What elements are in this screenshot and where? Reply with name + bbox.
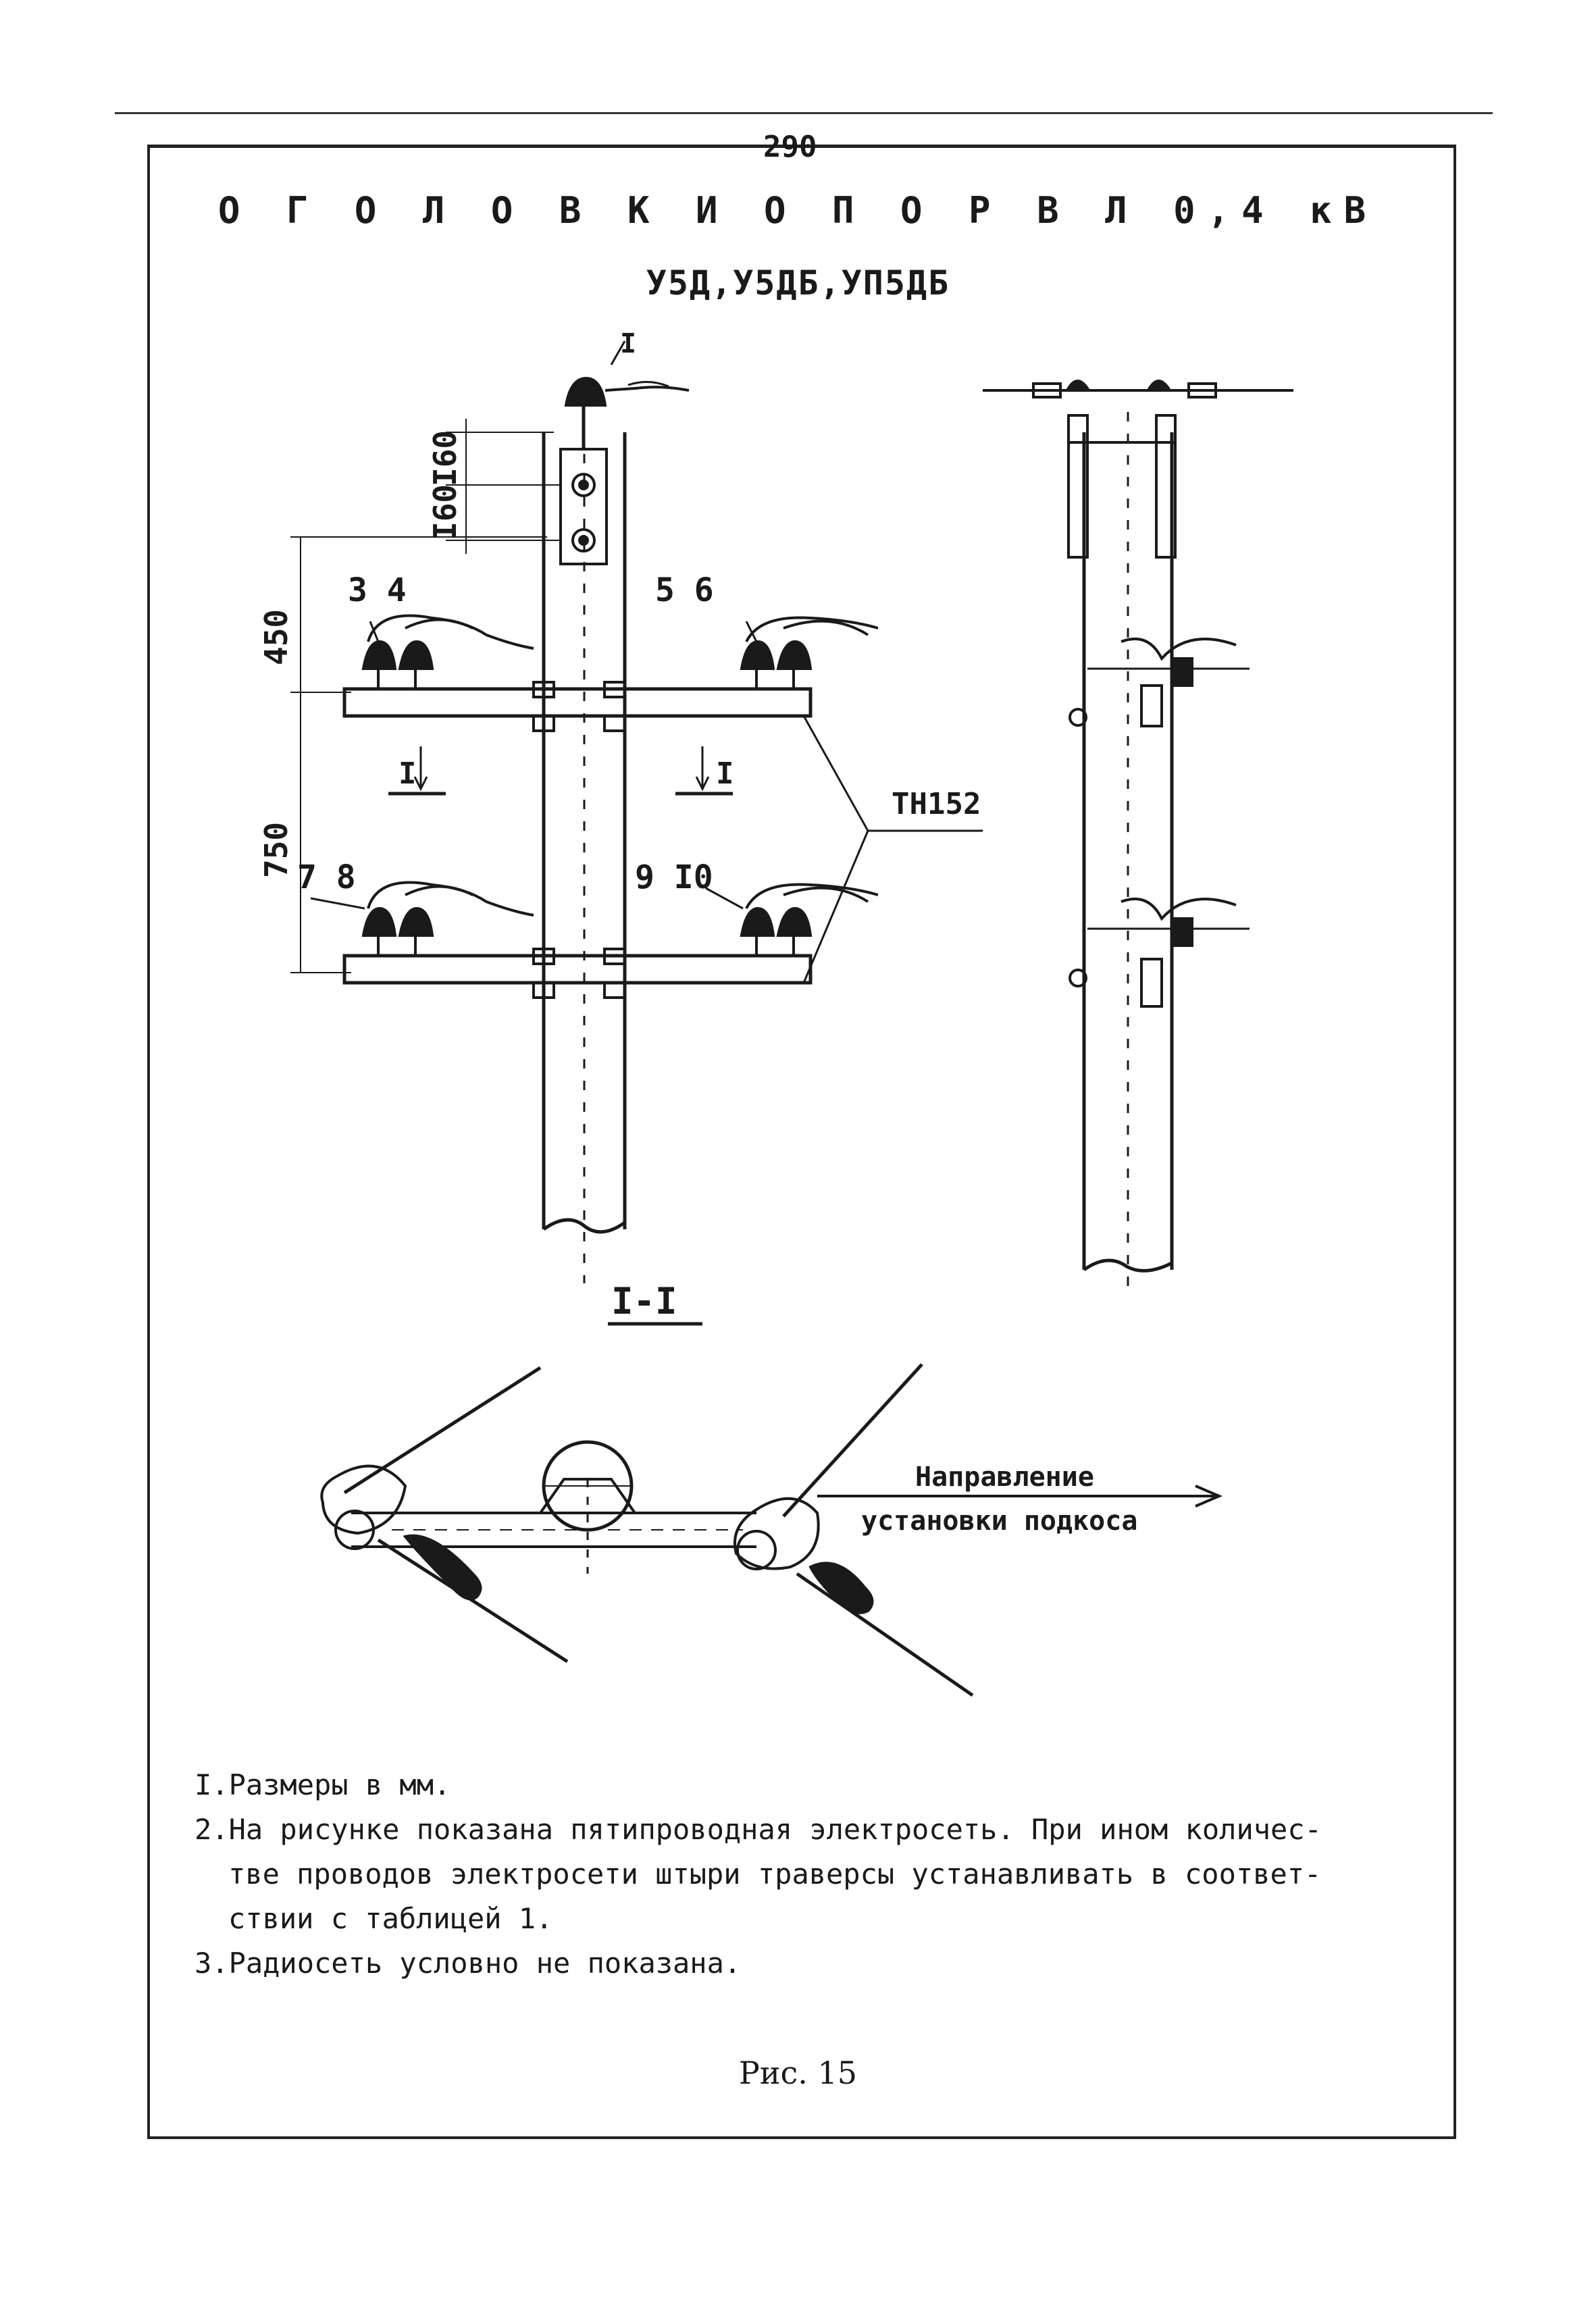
callout-top: I <box>620 328 636 359</box>
notes: I.Размеры в мм. 2.На рисунке показана пя… <box>195 1763 1431 1986</box>
section-mark-right: I <box>716 756 734 791</box>
direction-label-line1: Направление <box>915 1462 1094 1493</box>
insulator-7-8 <box>361 881 534 956</box>
side-view <box>983 380 1293 1297</box>
figure-caption: Рис. 15 <box>738 2055 858 2091</box>
callout-9-10: 9 I0 <box>635 858 713 896</box>
page-title: О Г О Л О В К И О П О Р В Л 0,4 кВ <box>217 189 1379 232</box>
callout-7-8: 7 8 <box>297 858 356 896</box>
drawing-frame <box>147 145 1456 2139</box>
page-number: 290 <box>763 130 817 164</box>
callout-crossarm: ТН152 <box>892 787 981 821</box>
dimension-160-top: I60 <box>427 430 463 486</box>
dimension-160-bottom: I60 <box>427 484 463 540</box>
callout-3-4: 3 4 <box>348 571 407 609</box>
insulator-5-6 <box>740 616 879 689</box>
section-title: I-I <box>611 1280 677 1322</box>
front-view <box>290 340 983 1283</box>
dimension-750: 750 <box>258 822 294 878</box>
note-2-cont: тве проводов электросети штыри траверсы … <box>228 1857 1322 1891</box>
insulator-9-10 <box>740 883 879 956</box>
section-mark-left: I <box>398 756 417 791</box>
top-border-line <box>115 112 1493 114</box>
direction-label-line2: установки подкоса <box>861 1506 1137 1537</box>
section-view <box>320 1322 1223 1697</box>
callout-5-6: 5 6 <box>655 571 714 609</box>
note-2: 2.На рисунке показана пятипроводная элек… <box>195 1813 1322 1846</box>
dimension-450: 450 <box>258 609 294 665</box>
note-2-cont-2: ствии с таблицей 1. <box>228 1902 553 1935</box>
page-subtitle: У5Д,У5ДБ,УП5ДБ <box>646 263 950 303</box>
insulator-3-4 <box>361 614 534 689</box>
note-3: 3.Радиосеть условно не показана. <box>195 1947 742 1980</box>
note-1: I.Размеры в мм. <box>195 1768 451 1801</box>
